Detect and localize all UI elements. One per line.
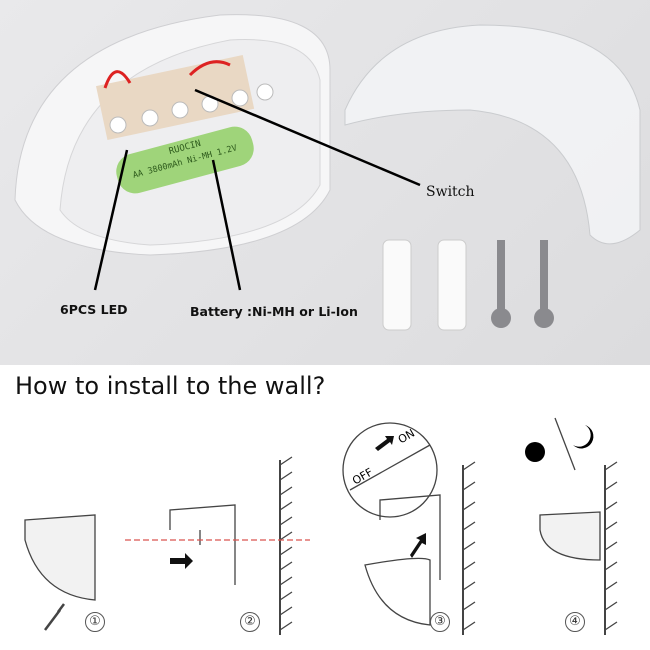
led-label: 6PCS LED xyxy=(60,302,128,317)
circuit-board xyxy=(96,54,255,140)
arrow-icon xyxy=(375,436,394,451)
step-1: ① xyxy=(85,612,105,632)
battery xyxy=(116,126,254,194)
switch-zoom xyxy=(342,422,438,518)
moon-icon xyxy=(573,425,594,449)
battery-label: Battery :Ni-MH or Li-Ion xyxy=(190,304,358,319)
step2-bracket xyxy=(169,504,236,585)
step-4: ④ xyxy=(565,612,585,632)
clear-dome xyxy=(344,24,641,245)
step-2: ② xyxy=(240,612,260,632)
step1-lamp xyxy=(24,514,96,601)
step-3: ③ xyxy=(430,612,450,632)
page-title: How to install to the wall? xyxy=(15,372,326,400)
wall-anchors xyxy=(382,239,467,331)
switch-label: Switch xyxy=(426,184,475,200)
screws xyxy=(491,240,554,328)
install-diagrams xyxy=(24,417,618,635)
sun-icon xyxy=(525,442,545,462)
